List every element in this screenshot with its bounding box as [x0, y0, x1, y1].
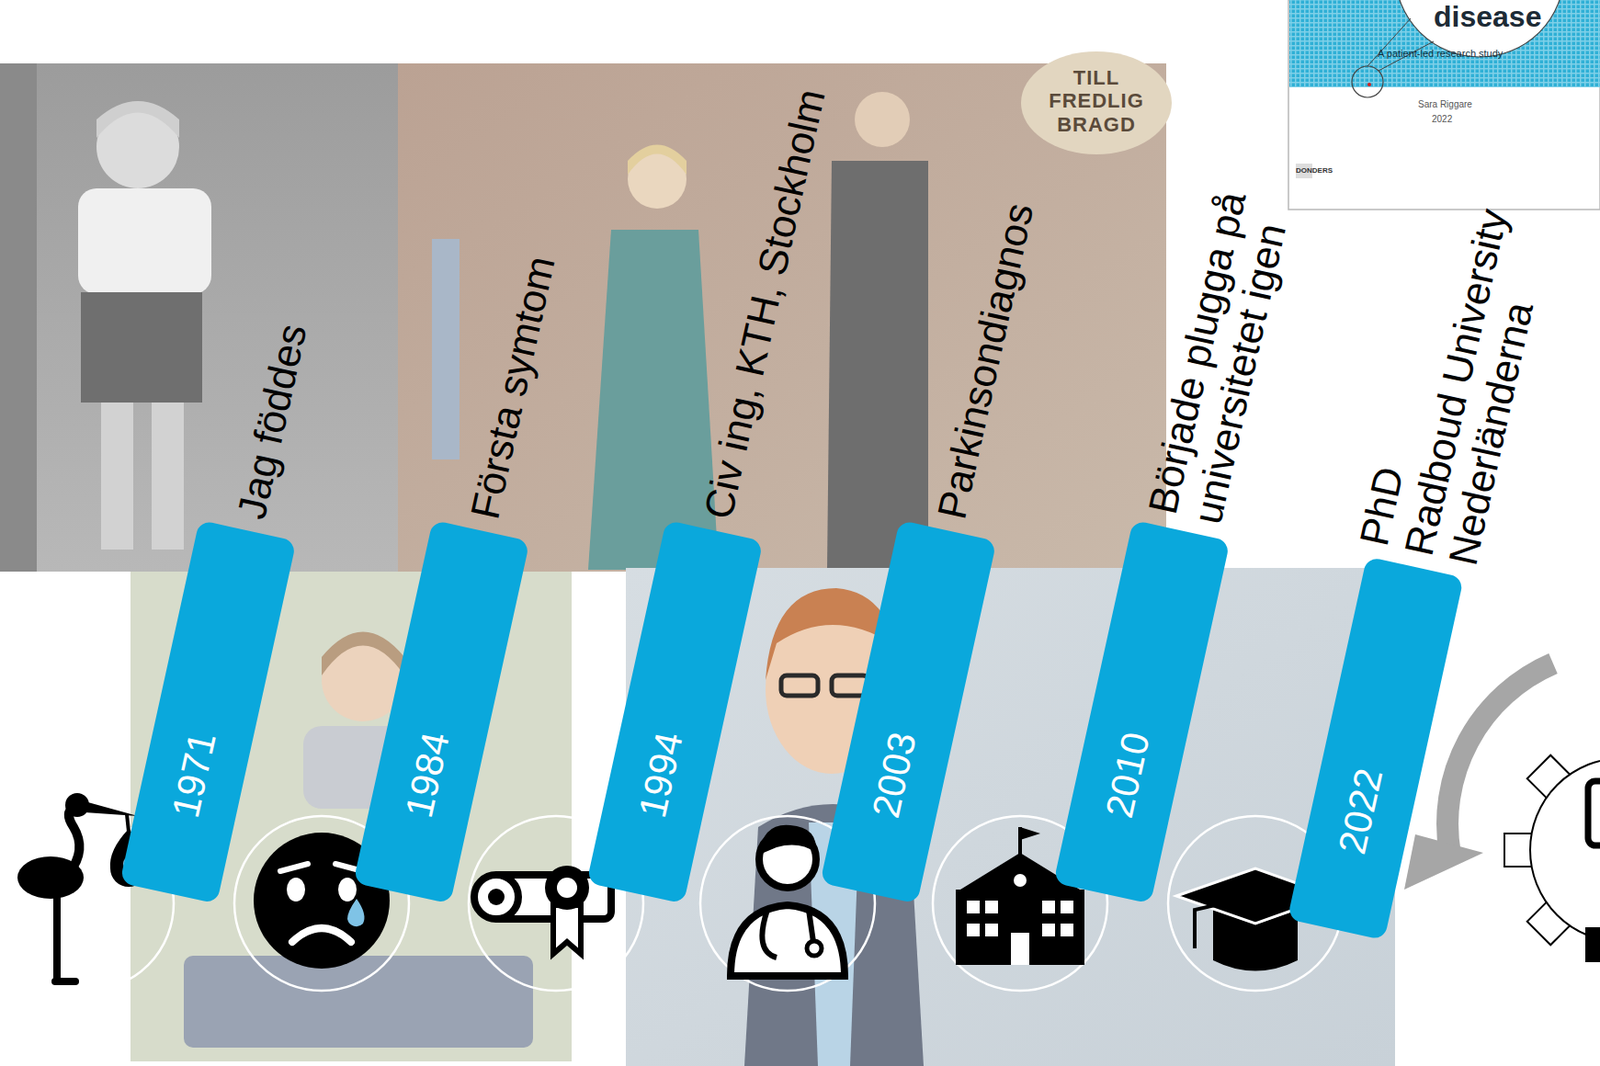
graduation-photo-part [1021, 51, 1172, 155]
school-icon-part [1060, 923, 1074, 937]
child-photo-part [151, 402, 184, 550]
diploma-icon-part [553, 905, 581, 954]
sad-face-icon-part [286, 877, 306, 902]
thesis-cover-part [1351, 66, 1384, 98]
school-icon-part [1010, 932, 1030, 965]
graduation-photo-part [854, 91, 910, 148]
diploma-icon-part [487, 888, 505, 906]
doctor-icon-part [730, 905, 845, 976]
child-photo-part [96, 101, 180, 138]
cover-title: disease [1433, 0, 1542, 35]
stork-icon-part [84, 801, 138, 817]
year-text: 2003 [864, 728, 925, 822]
school-icon-part [1020, 827, 1041, 840]
school-icon-part [1060, 900, 1074, 914]
cover-year: 2022 [1431, 113, 1453, 125]
thesis-cover-part [1367, 82, 1372, 87]
party-photo-part [183, 955, 534, 1048]
child-photo-part [80, 292, 203, 403]
conference-photo-part [781, 675, 818, 696]
stork-icon-part [126, 814, 129, 832]
thesis-cover-part [1288, 0, 1600, 210]
banner-text: TILL FREDLIG BRAGD [1041, 66, 1152, 137]
doctor-icon-part [761, 909, 777, 958]
milestone-label-group: Jag föddes [227, 319, 316, 523]
graduation-photo-part [431, 238, 460, 460]
sad-face-icon-part [292, 928, 352, 942]
gear-icon-part [1504, 732, 1600, 968]
conference-photo [625, 567, 1396, 1066]
gear-icon-part-part [1530, 758, 1600, 942]
doctor-icon-part [806, 941, 822, 956]
graduation-photo [397, 51, 1172, 572]
year-text: 1971 [164, 728, 225, 822]
school-icon-part [1042, 923, 1056, 937]
conference-photo-part [625, 567, 1396, 1066]
diploma-icon-part [556, 877, 578, 898]
year-text: 1994 [631, 728, 692, 822]
child-photo-part [101, 402, 134, 550]
gear-icon [1504, 732, 1600, 968]
cycle-arrow-part [1404, 834, 1484, 890]
doctor-icon-part [759, 825, 817, 855]
sad-face-icon-part [280, 863, 308, 872]
milestone-label: Jag föddes [227, 319, 316, 523]
school-icon-part [1042, 900, 1056, 914]
school-icon-part [985, 923, 999, 937]
school-icon-part [955, 889, 1085, 965]
stork-icon-part [53, 896, 61, 982]
graduation-cap-icon-part [1194, 896, 1256, 949]
graduation-photo-part [627, 145, 687, 176]
year-text: 1984 [397, 728, 458, 822]
milestone-label-group: PhDRadboud UniversityNederländerna [1350, 195, 1561, 570]
gear-icon-part [1588, 781, 1600, 846]
sad-face-icon-part [338, 877, 357, 902]
year-text: 2022 [1331, 765, 1392, 859]
child-photo-part [0, 63, 398, 572]
stork-icon [17, 793, 148, 982]
thesis-cover [1288, 0, 1600, 210]
child-photo-part [0, 63, 37, 572]
school-icon-part [1013, 873, 1027, 887]
cover-logo-text: DONDERS [1295, 166, 1333, 175]
school-icon-part [966, 900, 980, 914]
graduation-photo-part [588, 229, 719, 570]
year-text: 2010 [1098, 728, 1158, 822]
cover-author: Sara Riggare [1418, 99, 1473, 111]
school-icon-part [985, 900, 999, 914]
thesis-cover-part [1367, 18, 1411, 67]
school-icon-part [966, 923, 980, 937]
diploma-icon-part [474, 874, 519, 920]
stork-icon-part [55, 977, 76, 986]
diploma-icon-part [544, 865, 590, 910]
child-photo-part [78, 188, 212, 295]
graduation-photo-part [827, 160, 929, 570]
child-photo [0, 63, 398, 572]
gear-icon-part [1586, 928, 1600, 962]
doctor-icon-part [808, 909, 814, 942]
cover-subtitle: A patient-led research study [1377, 47, 1503, 60]
sad-face-icon-part [347, 898, 364, 927]
party-photo-part [321, 632, 405, 677]
